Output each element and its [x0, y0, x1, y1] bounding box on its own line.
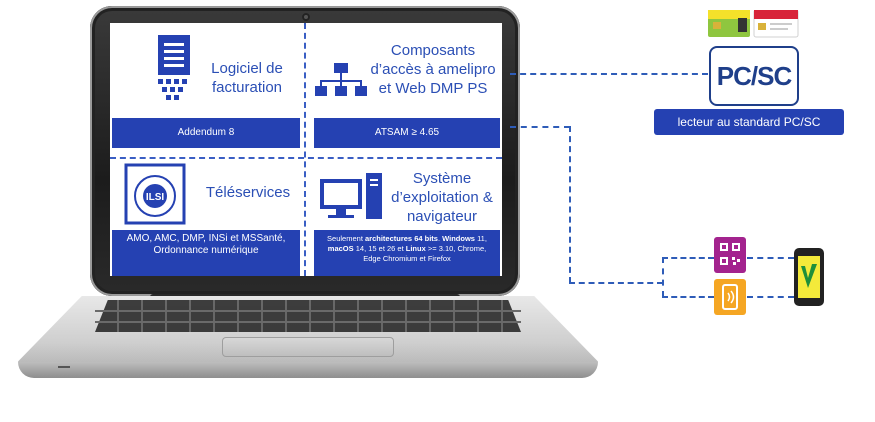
connector-qr-phone [747, 257, 794, 259]
system-bar-bold-linux: Linux [405, 244, 426, 253]
webcam-icon [302, 13, 310, 21]
qr-code-icon [714, 237, 746, 273]
laptop-screen: Logiciel de facturation Addendum 8 Compo… [110, 23, 502, 276]
system-bar-text-1: Seulement [327, 234, 365, 243]
panel-billing-bar: Addendum 8 [112, 118, 300, 148]
screen-divider-horizontal [110, 157, 502, 159]
card-icon [708, 10, 799, 38]
panel-teleservices-title: Téléservices [205, 184, 291, 201]
panel-billing-title: Logiciel de facturation [211, 60, 283, 96]
panel-components-title: Composants d’accès à amelipro et Web DMP… [370, 42, 496, 97]
connector-nfc [662, 296, 714, 298]
connector-mobile-top [510, 126, 570, 128]
laptop-base-edge [18, 362, 598, 378]
server-icon [158, 35, 190, 100]
nfc-icon [714, 279, 746, 315]
connector-mobile-mid [569, 282, 663, 284]
panel-system-bar: Seulement architectures 64 bits. Windows… [314, 230, 500, 276]
system-bar-text-3: 11, [474, 234, 487, 243]
system-bar-text-2: . [437, 234, 443, 243]
laptop-led [58, 366, 70, 368]
connector-nfc-phone [747, 296, 794, 298]
keyboard-row-separator [95, 310, 521, 312]
connector-qr [662, 257, 714, 259]
pcsc-logo: PC/SC [709, 46, 799, 106]
laptop-trackpad [222, 337, 394, 357]
panel-components-bar: ATSAM ≥ 4.65 [314, 118, 500, 148]
computer-icon [320, 173, 382, 219]
connector-branch-vertical [662, 257, 664, 297]
pcsc-label: lecteur au standard PC/SC [654, 109, 844, 135]
screen-divider-vertical [304, 23, 306, 276]
system-bar-bold-macos: macOS [327, 244, 354, 253]
panel-system-title: Système d’exploitation & navigateur [391, 170, 493, 225]
system-bar-text-5: >= 3.10, Chrome, Edge Chromium et Firefo… [363, 244, 487, 263]
connector-pcsc [510, 73, 708, 75]
system-bar-text-4: 14, 15 et 26 et [353, 244, 406, 253]
phone-screen [798, 256, 820, 298]
network-icon [315, 63, 367, 96]
system-bar-bold-64bits: architectures 64 bits [365, 234, 438, 243]
ilsi-badge-icon: ILSI [124, 163, 186, 225]
keyboard-row-separator [95, 321, 521, 323]
connector-mobile-vertical [569, 126, 571, 283]
laptop-keyboard [95, 300, 521, 332]
system-bar-bold-windows: Windows [442, 234, 475, 243]
svg-text:ILSI: ILSI [146, 192, 165, 203]
panel-teleservices-bar: AMO, AMC, DMP, INSi et MSSanté, Ordonnan… [112, 230, 300, 276]
